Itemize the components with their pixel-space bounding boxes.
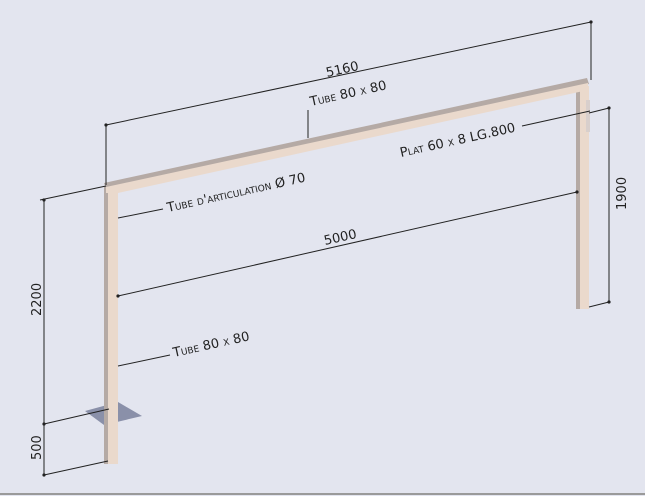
dimension-5160: 5160 bbox=[39, 20, 593, 201]
label-post-tube: Tube 80 x 80 bbox=[171, 329, 251, 361]
leader-line bbox=[117, 354, 171, 367]
plate-bracket bbox=[586, 100, 590, 132]
right-post bbox=[576, 84, 590, 309]
dimension-5000: 5000 bbox=[116, 190, 579, 298]
dimension-1900: 1900 bbox=[588, 106, 630, 308]
dimension-label: 5000 bbox=[323, 227, 359, 249]
leader-line bbox=[117, 208, 164, 219]
label-top-tube: Tube 80 x 80 bbox=[308, 78, 388, 110]
dimension-500: 500 bbox=[30, 408, 110, 477]
dimension-2200: 2200 bbox=[30, 198, 46, 424]
top-beam bbox=[104, 78, 589, 193]
dimension-label: 5160 bbox=[325, 59, 361, 81]
dimension-label: 500 bbox=[30, 435, 45, 460]
dimension-label: 1900 bbox=[615, 177, 630, 210]
dimension-label: 2200 bbox=[30, 283, 45, 316]
left-post bbox=[104, 186, 118, 464]
leader-line bbox=[521, 110, 591, 127]
